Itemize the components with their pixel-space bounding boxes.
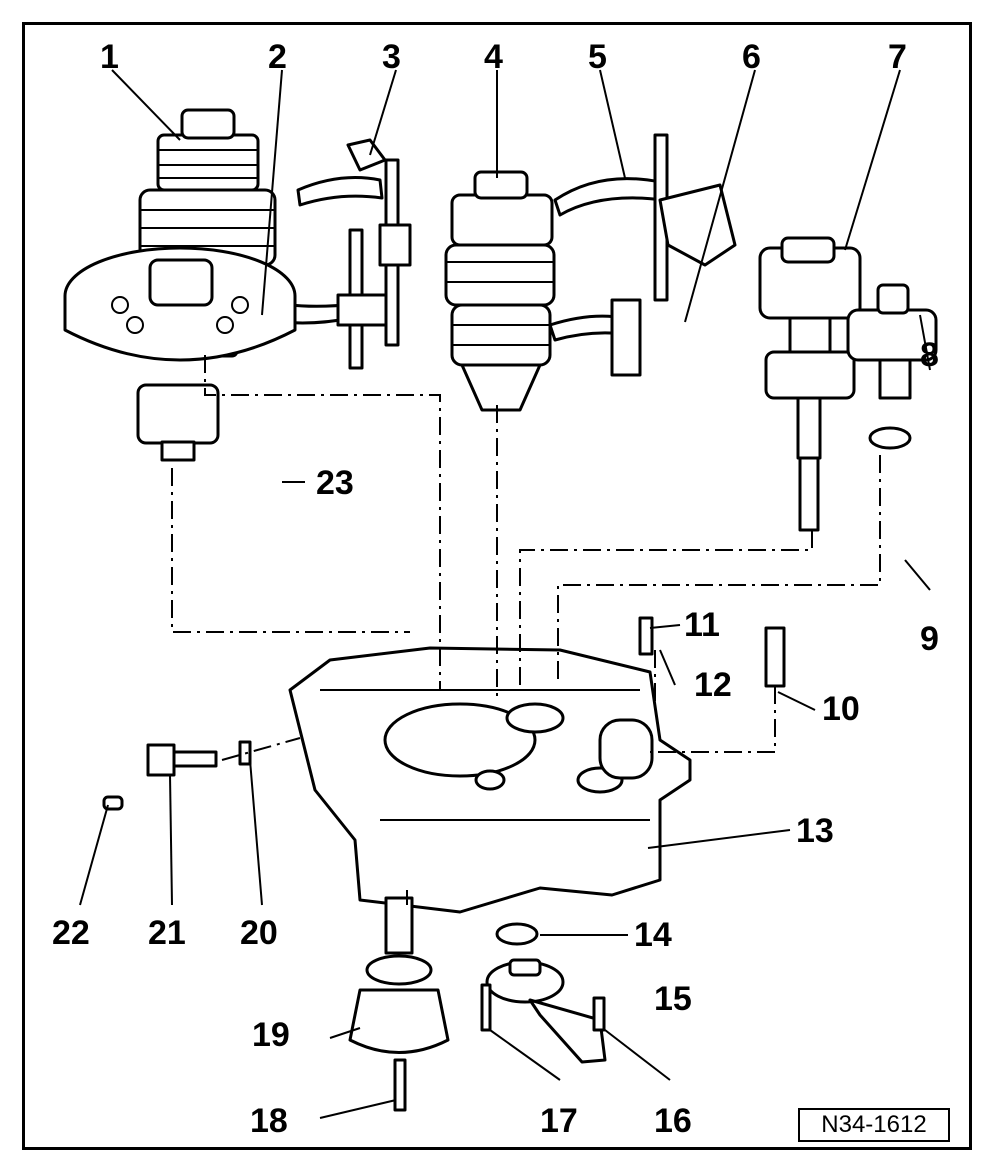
callout-6: 6 xyxy=(742,38,761,76)
callout-12: 12 xyxy=(694,666,732,704)
differential-drawing xyxy=(63,246,297,462)
callout-23: 23 xyxy=(316,464,354,502)
output-shaft-drawing xyxy=(444,170,556,412)
callout-11: 11 xyxy=(684,606,720,644)
callout-21: 21 xyxy=(148,914,186,952)
callout-3: 3 xyxy=(382,38,401,76)
callout-9: 9 xyxy=(920,620,939,658)
callout-16: 16 xyxy=(654,1102,692,1140)
alignment-lines xyxy=(171,355,881,905)
seal-drawing xyxy=(495,922,539,946)
callout-2: 2 xyxy=(268,38,287,76)
washer-drawing xyxy=(868,426,912,450)
leader-lines xyxy=(79,69,931,1119)
callout-7: 7 xyxy=(888,38,907,76)
callout-19: 19 xyxy=(252,1016,290,1054)
release-lever-drawing xyxy=(480,958,607,1064)
callout-1: 1 xyxy=(100,38,119,76)
figure-reference-code: N34-1612 xyxy=(798,1108,950,1142)
callout-22: 22 xyxy=(52,914,90,952)
shift-fork-assembly-right xyxy=(548,133,737,377)
callout-17: 17 xyxy=(540,1102,578,1140)
gearbox-housing-drawing xyxy=(288,646,692,914)
pinion-shaft-drawing xyxy=(758,236,862,532)
callout-10: 10 xyxy=(822,690,860,728)
callout-4: 4 xyxy=(484,38,503,76)
callout-18: 18 xyxy=(250,1102,288,1140)
callout-20: 20 xyxy=(240,914,278,952)
callout-5: 5 xyxy=(588,38,607,76)
callout-13: 13 xyxy=(796,812,834,850)
callout-15: 15 xyxy=(654,980,692,1018)
callout-14: 14 xyxy=(634,916,672,954)
flange-drawing xyxy=(348,896,450,1112)
callout-8: 8 xyxy=(920,336,939,374)
small-gear-drawing xyxy=(846,283,938,400)
